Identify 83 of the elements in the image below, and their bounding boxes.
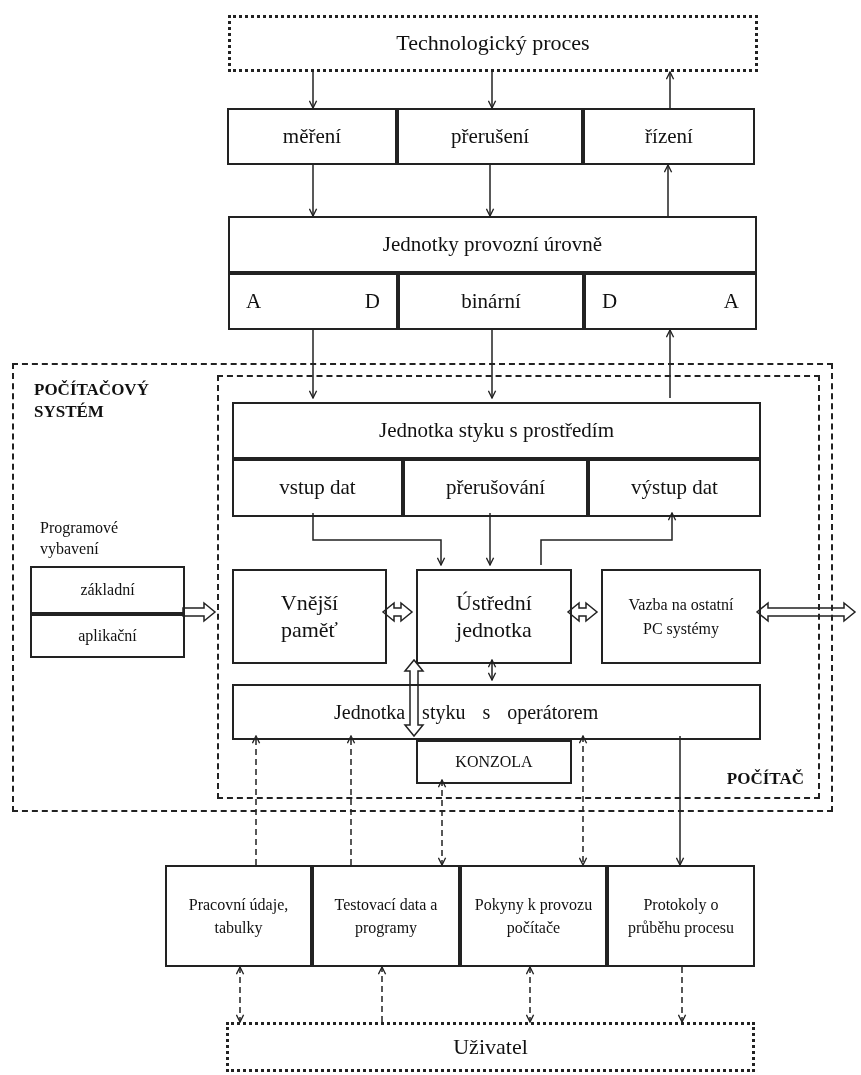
dashed-arrow: [677, 966, 687, 1023]
unit-box: [397, 108, 583, 165]
hollow-arrow: [755, 601, 857, 623]
unit-box: [403, 459, 588, 517]
box-label: řízení: [645, 123, 693, 150]
arrow: [487, 329, 497, 399]
arrow: [540, 512, 677, 566]
box-label: A: [246, 288, 262, 315]
box-label: aplikační: [78, 626, 137, 647]
unit-box: [232, 684, 761, 740]
computer-boundary: [217, 375, 820, 799]
unit-box: [398, 273, 584, 330]
box-label: výstup dat: [631, 475, 718, 501]
system-boundary: [12, 363, 833, 812]
box-label: Jednotky provozní úrovně: [382, 231, 603, 258]
unit-box: [416, 569, 572, 664]
arrow: [663, 164, 673, 217]
unit-box: [228, 273, 398, 330]
arrow: [308, 71, 318, 109]
unit-box: [228, 216, 757, 273]
hollow-arrow: [403, 658, 425, 738]
unit-box: [227, 108, 397, 165]
unit-box: [607, 865, 755, 967]
box-label: Jednotka styku s prostředím: [378, 417, 615, 444]
box-label: Pokyny k provozu počítače: [473, 894, 594, 939]
user-box: [226, 1022, 755, 1072]
box-label: Vazba na ostatní PC systémy: [627, 595, 735, 640]
unit-box: [583, 108, 755, 165]
arrow: [308, 329, 318, 399]
arrow: [487, 71, 497, 109]
unit-box: [601, 569, 761, 664]
dashed-arrow: [346, 735, 356, 866]
unit-box: [232, 402, 761, 459]
unit-box: [416, 740, 572, 784]
box-label: Ústřední jednotka: [454, 590, 533, 643]
box-label: KONZOLA: [455, 752, 533, 773]
dashed-arrow: [578, 735, 588, 866]
arrow: [487, 659, 497, 681]
arrow: [665, 71, 675, 109]
unit-box: [460, 865, 607, 967]
arrow: [665, 329, 675, 399]
box-label: přerušení: [450, 123, 530, 150]
box-label: vstup dat: [279, 475, 356, 501]
dashed-arrow: [437, 779, 447, 866]
box-label: měření: [282, 123, 342, 150]
unit-box: [588, 459, 761, 517]
box-label: Protokoly o průběhu procesu: [626, 894, 736, 939]
unit-box: [165, 865, 312, 967]
dashed-arrow: [525, 966, 535, 1023]
box-label: Vnější paměť: [279, 590, 340, 643]
hollow-arrow: [381, 601, 414, 623]
box-label: přerušování: [445, 475, 546, 501]
dashed-arrow: [251, 735, 261, 866]
box-label: D: [364, 288, 380, 315]
group-heading: Programové vybavení: [40, 518, 120, 560]
dashed-arrow: [377, 966, 387, 1023]
box-label: Jednotka styku s operátorem: [334, 700, 599, 724]
process-box: [228, 15, 758, 72]
arrow: [485, 164, 495, 217]
box-label: základní: [80, 580, 135, 601]
unit-box: [584, 273, 757, 330]
box-label: D: [602, 288, 618, 315]
box-label: Pracovní údaje, tabulky: [187, 894, 290, 939]
hollow-arrow: [566, 601, 599, 623]
box-label: binární: [461, 288, 521, 315]
box-label: Testovací data a programy: [333, 894, 439, 939]
unit-box: [232, 459, 403, 517]
arrow: [485, 512, 495, 566]
unit-box: [30, 566, 185, 614]
group-heading: POČÍTAČOVÝ SYSTÉM: [34, 379, 150, 424]
arrow: [675, 735, 685, 866]
unit-box: [232, 569, 387, 664]
box-label: Uživatel: [453, 1033, 528, 1061]
hollow-arrow: [182, 601, 217, 623]
arrow: [308, 164, 318, 217]
unit-box: [312, 865, 460, 967]
box-label: A: [723, 288, 739, 315]
unit-box: [30, 614, 185, 658]
group-label: POČÍTAČ: [726, 768, 804, 789]
box-label: Technologický proces: [396, 30, 590, 57]
dashed-arrow: [235, 966, 245, 1023]
software-group: [30, 518, 185, 658]
arrow: [312, 512, 446, 566]
